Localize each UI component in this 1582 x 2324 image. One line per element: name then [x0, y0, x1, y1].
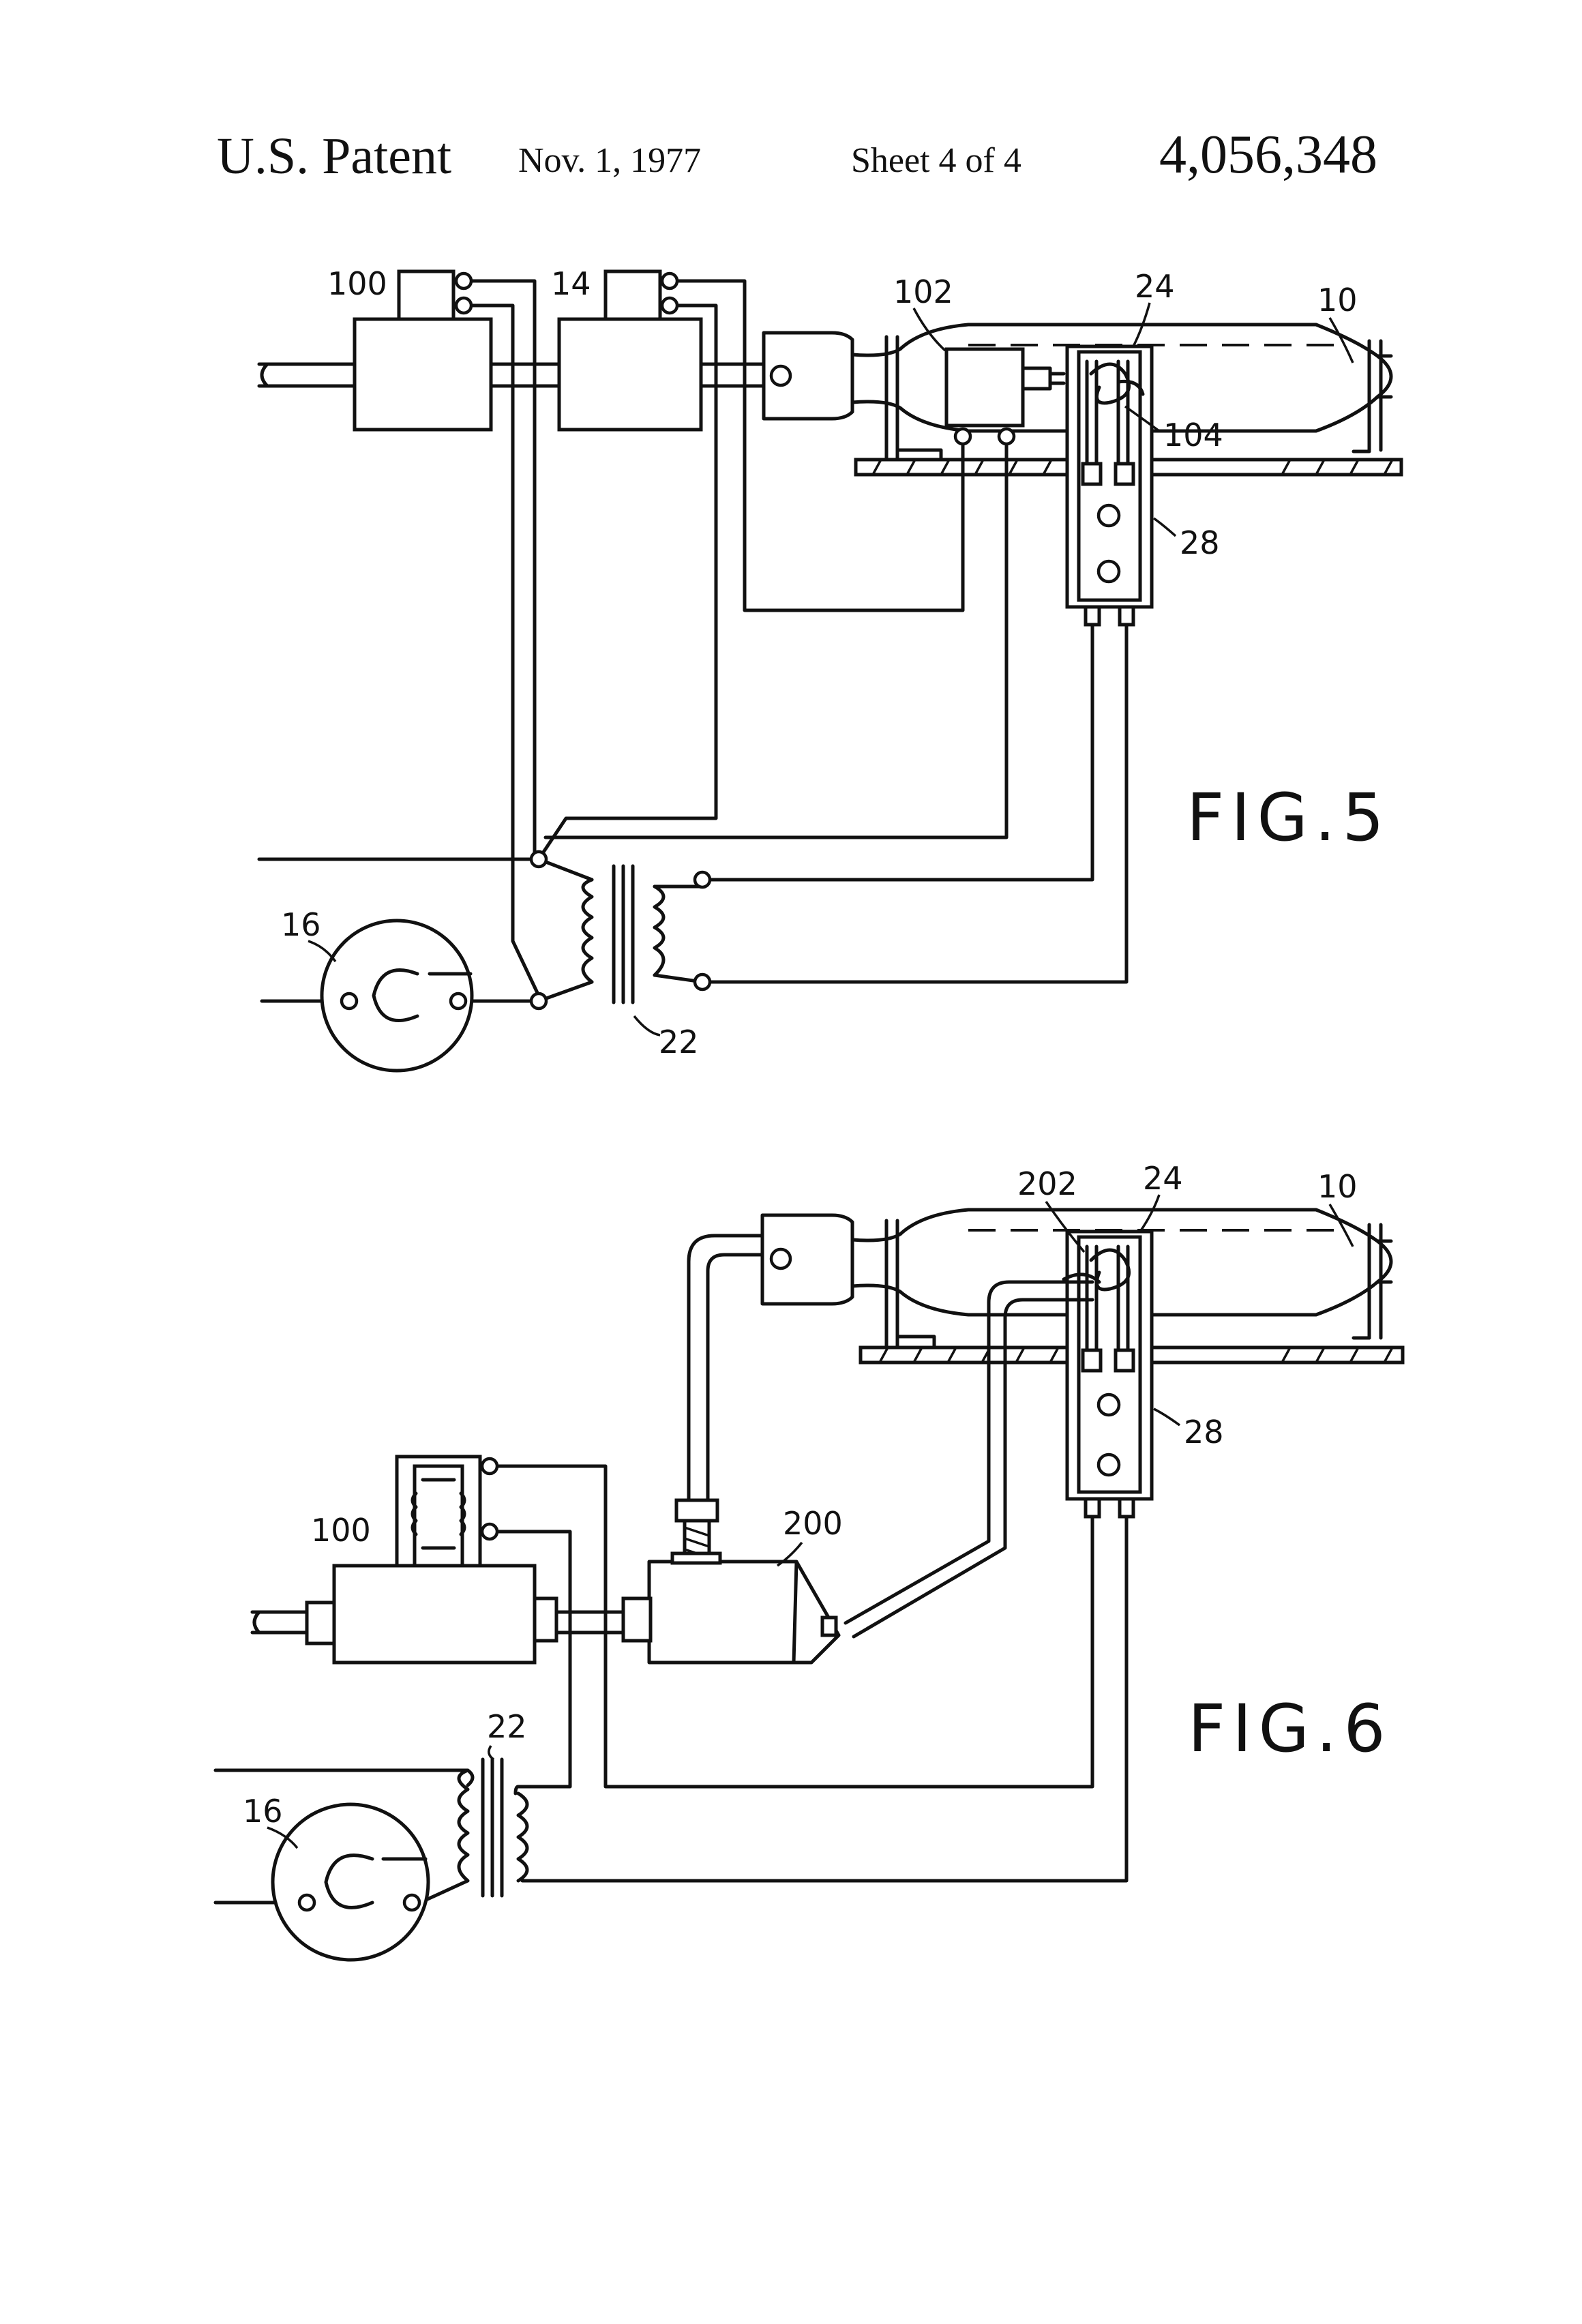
fig6-caption: FIG.6 — [1188, 1690, 1392, 1767]
fig5-ref-16: 16 — [281, 906, 321, 943]
fig5-ref-100: 100 — [327, 265, 387, 302]
fig6-tubes — [689, 1236, 1092, 1637]
fig5-ref-102: 102 — [893, 273, 953, 310]
fig5-device-16 — [308, 921, 472, 1071]
fig6-ref-22: 22 — [487, 1708, 527, 1745]
fig6-ref-100: 100 — [311, 1512, 371, 1549]
fig6-ref-24: 24 — [1143, 1160, 1183, 1197]
fig5-ref-28: 28 — [1180, 524, 1220, 561]
fig6-ref-200: 200 — [783, 1505, 843, 1542]
fig6-component-100 — [252, 1457, 651, 1663]
fig6-ref-28: 28 — [1184, 1414, 1224, 1450]
fig5-ref-10: 10 — [1317, 282, 1358, 318]
fig6-device-16 — [267, 1804, 428, 1960]
fig5-ref-22: 22 — [659, 1024, 699, 1060]
fig6-device-28 — [1064, 1232, 1152, 1517]
fig5-ref-24: 24 — [1135, 268, 1175, 305]
fig6-ref-10: 10 — [1317, 1168, 1358, 1205]
fig5-device-28 — [1067, 346, 1152, 625]
fig6-ref-16: 16 — [243, 1793, 283, 1830]
fig5-transformer-22 — [531, 852, 710, 1035]
fig6-ref-202: 202 — [1017, 1165, 1077, 1202]
figure-6: 202 24 10 28 100 200 22 16 FIG.6 — [215, 1160, 1403, 1960]
fig5-ref-14: 14 — [551, 265, 591, 302]
fig5-ref-104: 104 — [1163, 417, 1223, 453]
fig5-caption: FIG.5 — [1186, 779, 1391, 856]
figure-5: 100 14 102 24 10 104 28 16 22 FIG.5 — [259, 265, 1401, 1071]
